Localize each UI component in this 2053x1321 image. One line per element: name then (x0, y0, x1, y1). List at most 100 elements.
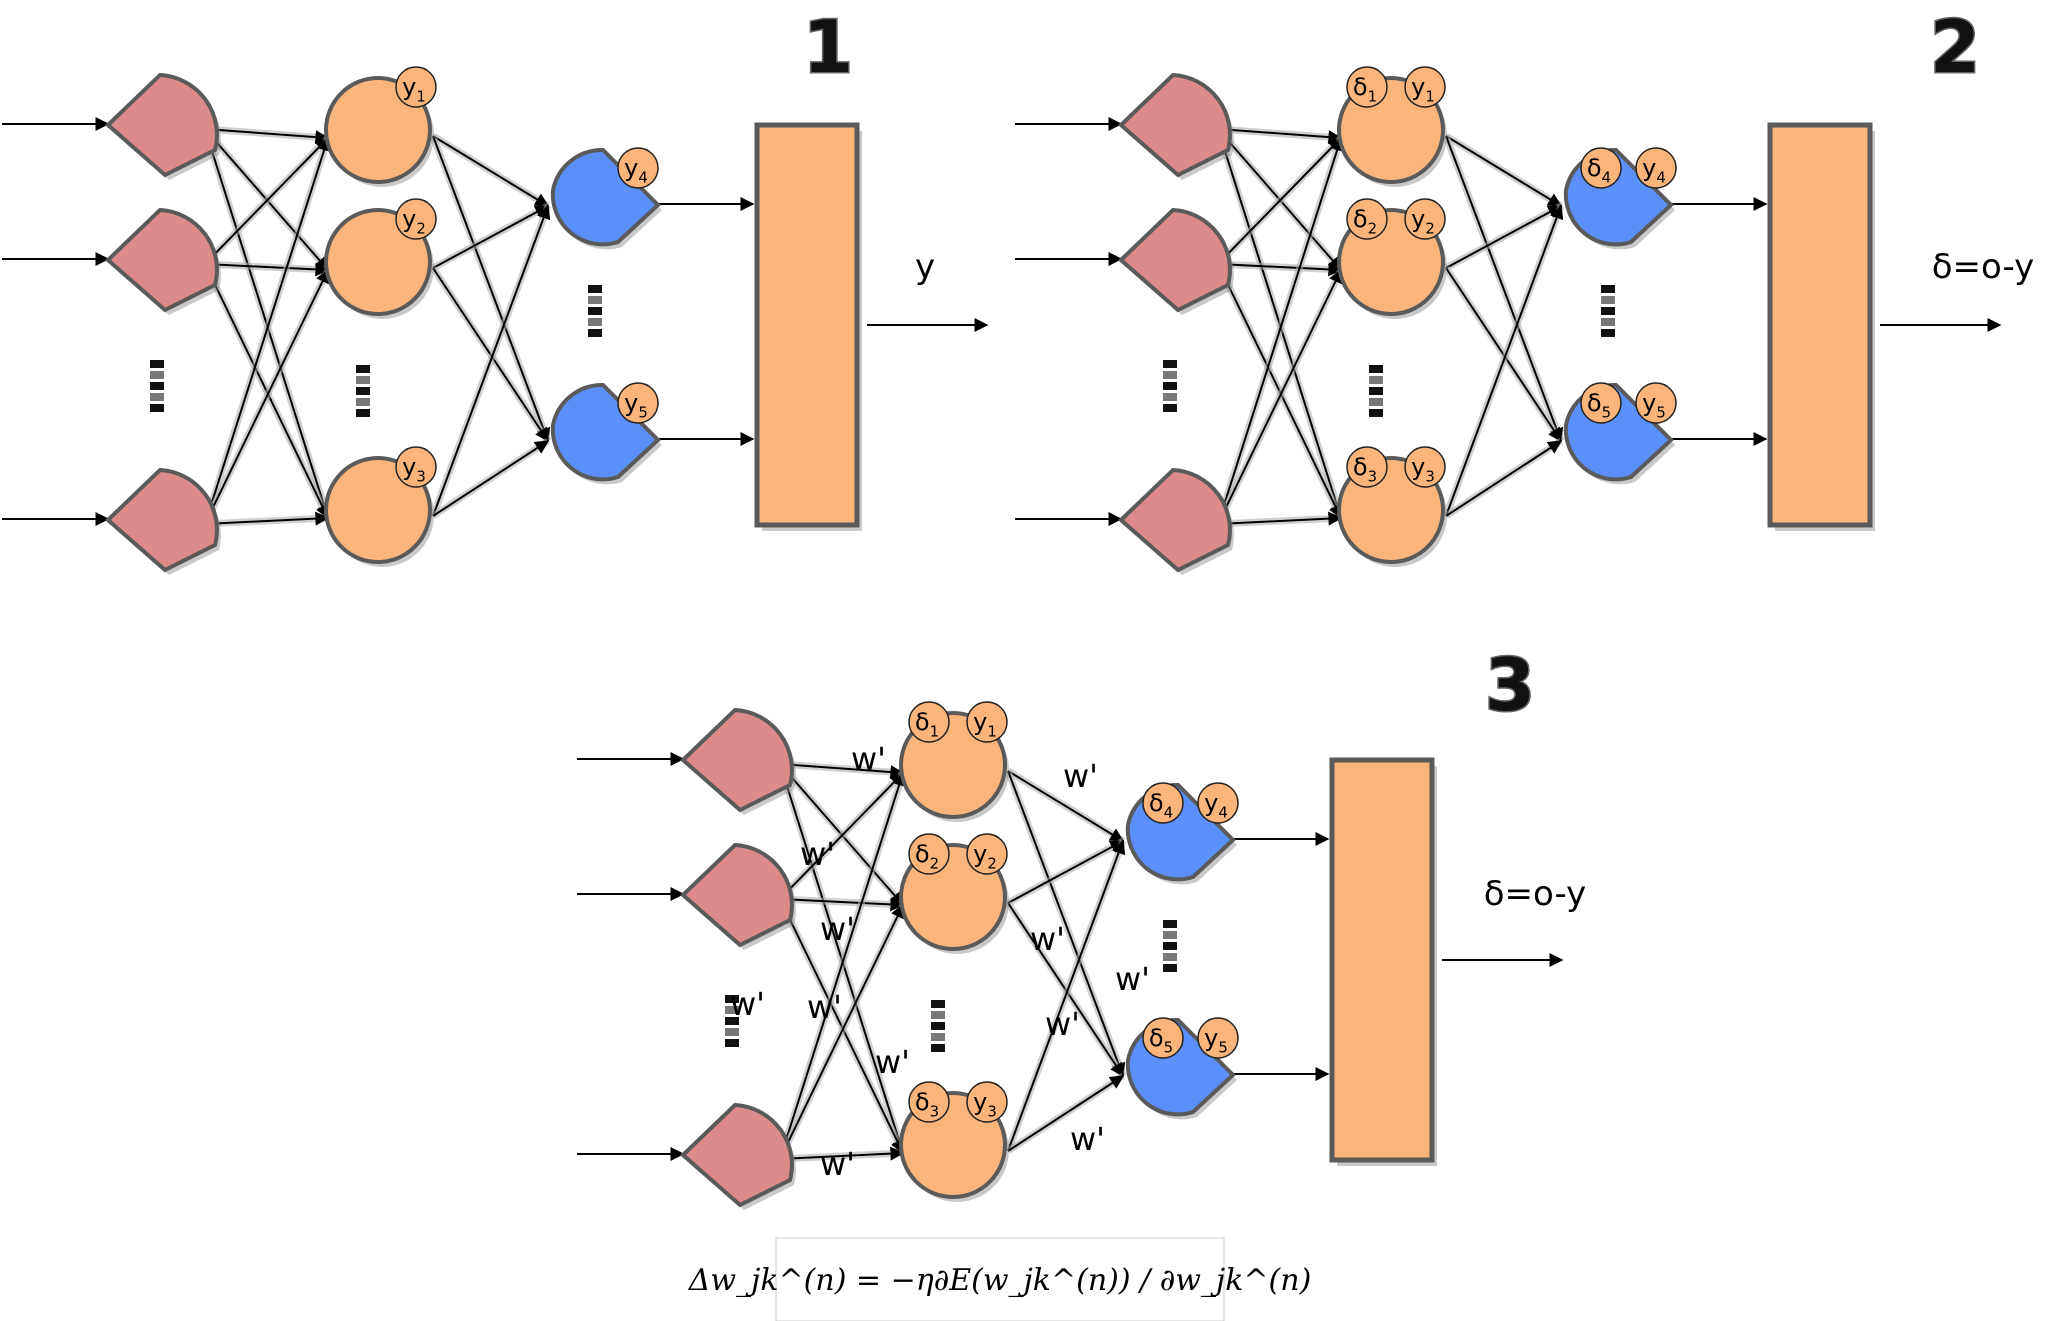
badge-text: δ1 (915, 708, 939, 741)
ellipsis-dot (356, 398, 370, 406)
ellipsis-dot (1163, 393, 1177, 401)
hidden-node (324, 208, 432, 316)
connection (1007, 770, 1125, 842)
connection (204, 136, 329, 265)
badge-circle (1142, 1017, 1184, 1059)
output-layer-box (1329, 757, 1435, 1163)
ellipsis-dot (1163, 931, 1177, 939)
ellipsis-dot (1601, 318, 1615, 326)
badge-circle (1197, 1017, 1239, 1059)
ellipsis-dot (725, 995, 739, 1003)
badge-text: δ4 (1149, 789, 1173, 822)
connection (432, 440, 550, 517)
badge-text: δ5 (1587, 389, 1611, 422)
weight-label: w' (820, 910, 855, 948)
ellipsis-dot (725, 1039, 739, 1047)
hidden-delta-badge: δ1 (908, 701, 950, 743)
weight-label: w' (851, 740, 886, 778)
ellipsis-dot (1163, 953, 1177, 961)
badge-circle (1580, 382, 1622, 424)
weight-label: w' (1063, 757, 1098, 795)
connection (204, 128, 330, 145)
connection (779, 771, 904, 900)
ellipsis-dot (931, 1000, 945, 1008)
connection (1445, 135, 1563, 207)
ellipsis-dot (931, 1022, 945, 1030)
output-value-badge: y5 (1197, 1017, 1239, 1059)
output-text: y (915, 247, 935, 287)
ellipsis-dot (1601, 285, 1615, 293)
panel-number: 2 (1930, 5, 1980, 89)
connection (204, 268, 329, 525)
output-node (550, 147, 661, 247)
connection (432, 135, 551, 443)
hidden-ellipsis (1369, 365, 1383, 417)
badge-text: δ3 (915, 1088, 939, 1121)
badge-text: y5 (1642, 389, 1666, 422)
weight-label: w' (807, 988, 842, 1026)
output-layer-box (754, 122, 860, 528)
ellipsis-dot (588, 307, 602, 315)
badge-text: y1 (402, 73, 426, 106)
ellipsis-dot (931, 1033, 945, 1041)
hidden-delta-badge: δ2 (908, 833, 950, 875)
connection (1217, 511, 1343, 526)
ellipsis-dot (1601, 329, 1615, 337)
badge-text: δ3 (1353, 453, 1377, 486)
ellipsis-dot (588, 285, 602, 293)
hidden-node (324, 76, 432, 184)
hidden-delta-badge: δ3 (908, 1081, 950, 1123)
input-node (105, 207, 219, 313)
badge-circle (908, 1081, 950, 1123)
badge-circle (617, 147, 659, 189)
hidden-delta-badge: δ1 (1346, 66, 1388, 108)
badge-text: y3 (1411, 453, 1435, 486)
badge-text: y4 (1204, 789, 1228, 822)
output-value-badge: y4 (1197, 782, 1239, 824)
hidden-output-badge: y2 (395, 198, 437, 240)
connection (1445, 440, 1563, 517)
connection (204, 136, 331, 525)
connection (432, 204, 551, 517)
input-node (680, 1102, 794, 1208)
hidden-node (324, 456, 432, 564)
badge-circle (1346, 198, 1388, 240)
connection (432, 135, 550, 207)
badge-circle (395, 198, 437, 240)
input-node (680, 842, 794, 948)
badge-circle (966, 701, 1008, 743)
badge-text: δ1 (1353, 73, 1377, 106)
ellipsis-dot (725, 1006, 739, 1014)
ellipsis-dot (931, 1011, 945, 1019)
connection (204, 262, 330, 277)
badge-circle (966, 833, 1008, 875)
output-value-badge: y5 (1635, 382, 1677, 424)
ellipsis-dot (931, 1044, 945, 1052)
ellipsis-dot (1163, 942, 1177, 950)
output-ellipsis (1163, 920, 1177, 972)
ellipsis-dot (1369, 409, 1383, 417)
input-node (105, 467, 219, 573)
ellipsis-dot (356, 387, 370, 395)
badge-circle (1346, 66, 1388, 108)
ellipsis-dot (150, 382, 164, 390)
badge-text: y4 (1642, 154, 1666, 187)
connection (779, 903, 904, 1160)
ellipsis-dot (1163, 371, 1177, 379)
ellipsis-dot (1369, 376, 1383, 384)
input-ellipsis (1163, 360, 1177, 412)
connection (204, 511, 330, 526)
connection (1445, 135, 1564, 443)
output-delta-badge: δ5 (1142, 1017, 1184, 1059)
badge-text: y2 (1411, 205, 1435, 238)
ellipsis-dot (356, 365, 370, 373)
connection (432, 205, 550, 269)
weight-label: w' (1070, 1120, 1105, 1158)
input-ellipsis (150, 360, 164, 412)
ellipsis-dot (725, 1017, 739, 1025)
badge-text: y3 (973, 1088, 997, 1121)
badge-circle (1404, 66, 1446, 108)
badge-circle (1346, 446, 1388, 488)
badge-text: y1 (1411, 73, 1435, 106)
